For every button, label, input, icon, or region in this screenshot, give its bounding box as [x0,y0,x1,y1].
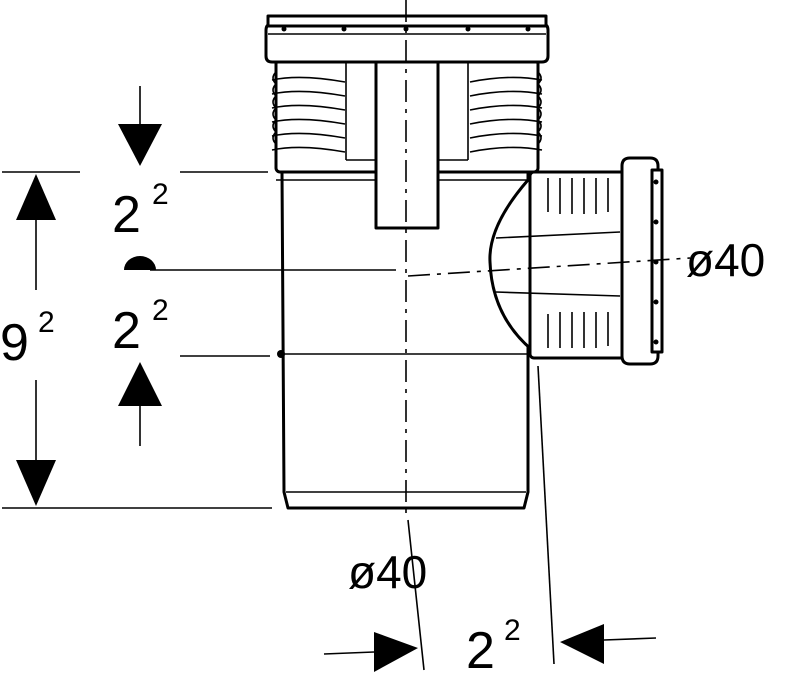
svg-text:2: 2 [112,302,141,360]
arrow-right-icon [374,632,418,672]
top-cap [264,14,550,64]
svg-text:2: 2 [38,306,55,339]
main-diameter-label: ø40 [348,546,427,598]
dimension-label-top-offset: 2 2 [112,178,169,244]
arrow-left-icon [560,624,604,664]
dimension-label-total-height: 9 2 [0,306,55,372]
svg-text:2: 2 [152,178,169,211]
arrow-up-icon [16,174,56,220]
arrow-up-icon [118,362,162,406]
svg-text:2: 2 [466,622,495,680]
reference-point-icon [124,256,156,270]
branch-diameter-label: ø40 [686,234,765,286]
svg-text:2: 2 [112,186,141,244]
dimension-label-bottom-offset: 2 2 [112,294,169,360]
svg-text:2: 2 [504,614,521,647]
center-lines [405,0,691,520]
threaded-socket [271,58,543,230]
arrow-down-icon [118,124,162,166]
svg-text:2: 2 [152,294,169,327]
arrow-down-icon [16,460,56,506]
dimension-lines [2,86,657,672]
dimension-label-branch-offset: 2 2 [466,614,521,680]
svg-text:9: 9 [0,314,29,372]
